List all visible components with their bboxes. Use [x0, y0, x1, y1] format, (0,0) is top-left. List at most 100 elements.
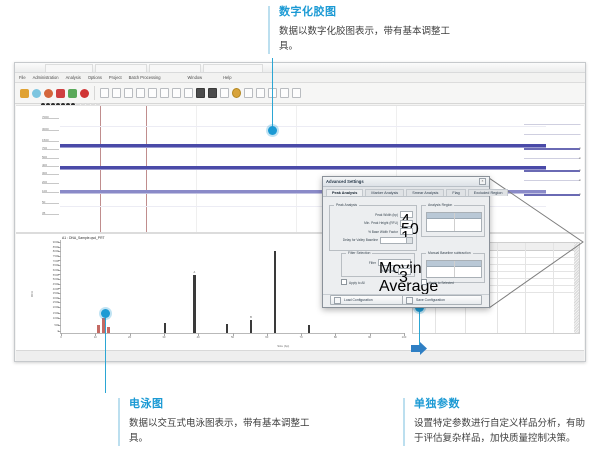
apply-to-selected-checkbox[interactable]: Apply to Selected [421, 279, 454, 285]
gel-band[interactable] [60, 144, 546, 147]
toolbar-group-tools[interactable] [95, 83, 306, 103]
results-table[interactable] [412, 242, 580, 334]
chart-peak[interactable] [97, 324, 101, 333]
peak-icon[interactable] [244, 88, 253, 98]
chart-peak[interactable] [107, 326, 111, 333]
save-configuration-button[interactable]: Save Configuration [402, 295, 482, 305]
gel-band[interactable] [60, 166, 546, 169]
chart-peak[interactable] [163, 322, 167, 333]
y-tick: 500 [54, 322, 59, 327]
field-min-peak-height[interactable]: Min. Peak Height (RFU) 50 [333, 219, 419, 238]
gel-tick-label: 300 [42, 171, 48, 175]
smear-icon[interactable] [256, 88, 265, 98]
lasso-icon[interactable] [32, 88, 41, 98]
dialog-tabs[interactable]: Peak Analysis Marker Analysis Smear Anal… [323, 187, 509, 197]
filter-select[interactable]: Moving Average [378, 259, 438, 295]
contrast-mid-icon[interactable] [208, 88, 217, 98]
stop-icon[interactable] [80, 88, 89, 98]
tab-peak-analysis[interactable]: Peak Analysis [326, 189, 364, 196]
field-num-points[interactable]: # of Points 3 [345, 267, 411, 286]
field-peak-width[interactable]: Peak Width (bp) 4 [333, 211, 413, 229]
dialog-separator [323, 294, 489, 295]
electropherogram-plot[interactable]: 9000 8500 8000 7500 7000 6500 6000 5500 … [53, 240, 406, 339]
field-label: % Base Width Factor [368, 229, 398, 234]
tab-marker-analysis[interactable]: Marker Analysis [365, 189, 405, 196]
zoom-fit-icon[interactable] [184, 88, 193, 98]
menu-item-administration[interactable]: Administration [32, 74, 59, 80]
load-configuration-button[interactable]: Load Configuration [330, 295, 410, 305]
filter-icon[interactable] [160, 88, 169, 98]
menu-item-window[interactable]: Window [187, 74, 203, 80]
field-base-width-factor[interactable]: % Base Width Factor 1 [333, 228, 413, 246]
crop-icon[interactable] [136, 88, 145, 98]
toolbar-divider [94, 86, 95, 100]
close-icon[interactable]: × [479, 178, 486, 185]
window-tab-1[interactable] [95, 64, 147, 72]
chart-peak[interactable] [193, 275, 196, 333]
folder-icon [334, 296, 341, 304]
min-peak-height-input[interactable]: 50 [400, 219, 419, 238]
gel-tick-label: 500 [42, 155, 48, 159]
window-tab-3[interactable] [203, 64, 263, 72]
menu-item-file[interactable]: File [19, 74, 26, 80]
folder-open-icon[interactable] [20, 88, 29, 98]
menu-item-help[interactable]: Help [223, 74, 232, 80]
menu-item-project[interactable]: Project [108, 74, 122, 80]
peak-width-input[interactable]: 4 [400, 211, 413, 229]
y-tick: 2500 [52, 300, 59, 305]
gel-ladder-panel[interactable]: - - ◄ ◄ ◄ ◄ ◄ [524, 110, 581, 228]
chart-peak[interactable] [249, 319, 253, 333]
checkbox-box[interactable] [341, 279, 347, 285]
contrast-dark-icon[interactable] [196, 88, 205, 98]
field-label: Filter [368, 260, 376, 265]
menu-item-batch-processing[interactable]: Batch Processing [128, 74, 161, 80]
results-table-scrollbar[interactable] [574, 243, 579, 333]
tab-excluded-region[interactable]: Excluded Region [467, 189, 509, 196]
grid-icon[interactable] [124, 88, 133, 98]
undo-icon[interactable] [100, 88, 109, 98]
analysis-region-table[interactable] [426, 212, 482, 232]
redo-icon[interactable] [112, 88, 121, 98]
scale-icon[interactable] [280, 88, 289, 98]
chart-peak[interactable] [225, 323, 229, 333]
menu-bar[interactable]: File Administration Analysis Options Pro… [15, 73, 585, 83]
document-icon[interactable] [68, 88, 77, 98]
base-width-factor-input[interactable]: 1 [400, 228, 413, 246]
checkbox-box[interactable] [421, 279, 427, 285]
valley-baseline-select[interactable] [380, 236, 413, 244]
chart-peak[interactable] [273, 251, 277, 333]
gel-tick-label: 3000 [42, 127, 49, 131]
num-points-input[interactable]: 3 [398, 267, 411, 286]
menu-item-options[interactable]: Options [87, 74, 102, 80]
gel-band[interactable] [60, 190, 546, 193]
ladder-tick: ◄ [578, 156, 581, 160]
marker-icon[interactable] [232, 88, 241, 98]
field-valley-baseline[interactable]: Delay for Valley Baseline [333, 236, 413, 244]
toolbar-group-file[interactable] [15, 83, 94, 103]
tab-smear-analysis[interactable]: Smear Analysis [406, 189, 445, 196]
label-icon[interactable] [172, 88, 181, 98]
toolbar[interactable] [15, 83, 585, 104]
export-icon[interactable] [292, 88, 301, 98]
field-filter[interactable]: Filter Moving Average [345, 259, 438, 295]
y-tick: 7500 [52, 253, 59, 258]
ladder-tick: - [580, 122, 581, 126]
advanced-settings-dialog[interactable]: Advanced Settings × Peak Analysis Marker… [322, 176, 509, 308]
chart-peak[interactable] [102, 318, 106, 333]
tab-flag[interactable]: Flag [446, 189, 466, 196]
delete-icon[interactable] [56, 88, 65, 98]
chart-peak[interactable] [307, 324, 311, 333]
gel-tick-label: 35 [42, 211, 46, 215]
window-tab-2[interactable] [149, 64, 201, 72]
load-configuration-label: Load Configuration [344, 298, 373, 302]
camera-icon[interactable] [44, 88, 53, 98]
digital-gel-panel[interactable]: 7000 3000 1500 700 500 400 300 200 100 5… [16, 105, 584, 233]
window-tab-0[interactable] [45, 64, 93, 72]
manual-baseline-table[interactable] [426, 260, 482, 278]
apply-to-all-checkbox[interactable]: Apply to All [341, 279, 365, 285]
pointer-icon[interactable] [148, 88, 157, 98]
field-label: # of Points [380, 269, 396, 273]
contrast-light-icon[interactable] [220, 88, 229, 98]
menu-item-analysis[interactable]: Analysis [65, 74, 81, 80]
